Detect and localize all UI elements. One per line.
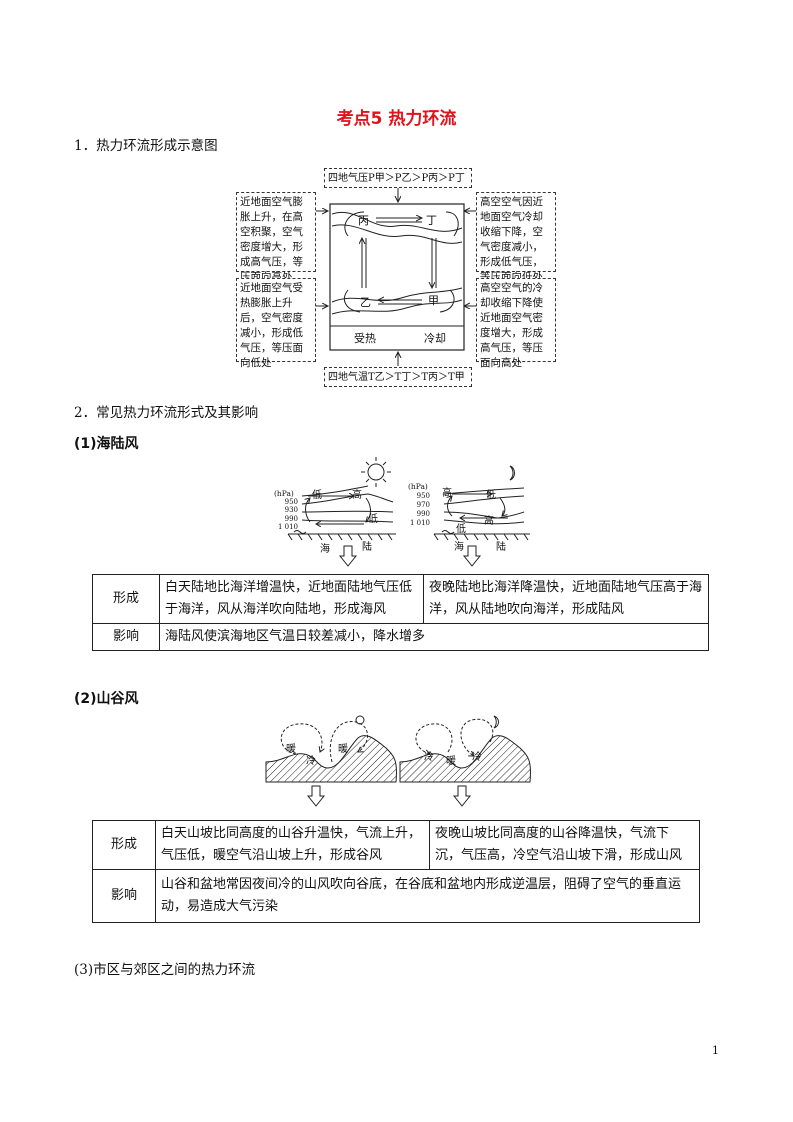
temperature-order-box: 四地气温T乙＞T丁＞T丙＞T甲: [324, 367, 472, 387]
label-bing: 丙: [358, 214, 369, 227]
row-label: 影响: [92, 869, 156, 923]
page-number: 1: [712, 1044, 719, 1057]
moon-icon: [509, 465, 515, 481]
day-high: 高: [352, 490, 362, 501]
night-cell: 夜晚陆地比海洋降温快，近地面陆地气压高于海洋，风从陆地吹向海洋，形成陆风: [423, 574, 709, 624]
pressure-order-box: 四地气压P甲＞P乙＞P丙＞P丁: [324, 168, 472, 188]
down-arrow-icon: [338, 545, 358, 567]
day-sea: 海: [320, 544, 330, 555]
night-high-top: 高: [442, 488, 452, 499]
down-arrow-icon: [452, 785, 472, 807]
circulation-figure: [316, 188, 476, 366]
night-cell: 夜晚山坡比同高度的山谷降温快，气流下沉，气压高，冷空气沿山坡下滑，形成山风: [429, 820, 700, 870]
night-unit: (hPa): [408, 482, 428, 491]
left-bottom-note: 近地面空气受热膨胀上升后，空气密度减小，形成低气压，等压面向低处: [236, 278, 316, 369]
down-arrow-icon: [462, 545, 482, 567]
section-1-heading: 1．热力环流形成示意图: [74, 138, 218, 154]
night-sea: 海: [454, 542, 464, 553]
valley-figure: [265, 715, 531, 807]
moon-icon: [493, 715, 499, 729]
night-low-bottom: 低: [456, 524, 466, 535]
sun-icon: [361, 457, 391, 487]
sea-land-heading: (1)海陆风: [74, 436, 139, 452]
table-row: 影响 海陆风使滨海地区气温日较差减小，降水增多: [92, 623, 709, 651]
right-bottom-note: 高空空气的冷却收缩下降使近地面空气密度增大，形成高气压，等压面向高处: [476, 278, 556, 369]
day-low-bottom: 低: [368, 514, 378, 525]
night-low-top: 低: [486, 490, 496, 501]
night-high-bottom: 高: [484, 516, 494, 527]
right-top-note: 高空空气因近地面空气冷却收缩下降，空气密度减小，形成低气压，等压面向低处: [476, 192, 556, 283]
day-warm-right: 暖: [338, 744, 348, 755]
night-cold-left: 冷: [424, 752, 434, 763]
table-row: 形成 白天山坡比同高度的山谷升温快，气流上升，气压低，暖空气沿山坡上升，形成谷风…: [92, 820, 700, 870]
night-warm: 暖: [446, 756, 456, 767]
day-unit: (hPa): [274, 489, 294, 498]
sea-land-breeze-diagram: (hPa) 950 930 990 1 010 高 低 低 海 陆 (hPa) …: [268, 456, 532, 568]
sea-land-table: 形成 白天陆地比海洋增温快，近地面陆地气压低于海洋，风从海洋吹向陆地，形成海风 …: [92, 574, 709, 651]
night-land: 陆: [496, 542, 506, 553]
day-land: 陆: [362, 542, 372, 553]
sea-land-figure: [287, 457, 530, 567]
day-tick-labels: 950 930 990 1 010: [277, 498, 298, 532]
day-cold: 冷: [306, 756, 316, 767]
city-heading: (3)市区与郊区之间的热力环流: [74, 962, 256, 978]
day-warm-left: 暖: [286, 744, 296, 755]
impact-cell: 海陆风使滨海地区气温日较差减小，降水增多: [159, 623, 709, 651]
down-arrow-icon: [306, 785, 326, 807]
day-cell: 白天山坡比同高度的山谷升温快，气流上升，气压低，暖空气沿山坡上升，形成谷风: [155, 820, 430, 870]
day-low-top: 低: [312, 490, 322, 501]
label-yi: 乙: [360, 296, 371, 309]
valley-table: 形成 白天山坡比同高度的山谷升温快，气流上升，气压低，暖空气沿山坡上升，形成谷风…: [92, 820, 700, 923]
valley-heading: (2)山谷风: [74, 691, 139, 707]
table-row: 影响 山谷和盆地常因夜间冷的山风吹向谷底，在谷底和盆地内形成逆温层，阻碍了空气的…: [92, 869, 700, 923]
left-top-note: 近地面空气膨胀上升，在高空积聚，空气密度增大，形成高气压，等压面向高处: [236, 192, 316, 283]
impact-cell: 山谷和盆地常因夜间冷的山风吹向谷底，在谷底和盆地内形成逆温层，阻碍了空气的垂直运…: [155, 869, 700, 923]
night-cold-right: 冷: [472, 752, 482, 763]
ground-heated: 受热: [354, 332, 376, 345]
page-title: 考点5 热力环流: [336, 109, 457, 129]
table-row: 形成 白天陆地比海洋增温快，近地面陆地气压低于海洋，风从海洋吹向陆地，形成海风 …: [92, 574, 709, 624]
thermal-circulation-diagram: 四地气压P甲＞P乙＞P丙＞P丁 四地气温T乙＞T丁＞T丙＞T甲 近地面空气膨胀上…: [236, 166, 556, 387]
sun-icon: [355, 715, 365, 725]
row-label: 影响: [92, 623, 160, 651]
night-tick-labels: 950 970 990 1 010: [409, 492, 430, 527]
day-cell: 白天陆地比海洋增温快，近地面陆地气压低于海洋，风从海洋吹向陆地，形成海风: [159, 574, 424, 624]
row-label: 形成: [92, 820, 156, 870]
section-2-heading: 2．常见热力环流形式及其影响: [74, 405, 259, 421]
valley-breeze-diagram: 暖 冷 暖 冷 暖 冷: [262, 712, 534, 812]
ground-cooled: 冷却: [424, 332, 446, 345]
label-ding: 丁: [426, 214, 437, 227]
row-label: 形成: [92, 574, 160, 624]
label-jia: 甲: [428, 294, 439, 307]
